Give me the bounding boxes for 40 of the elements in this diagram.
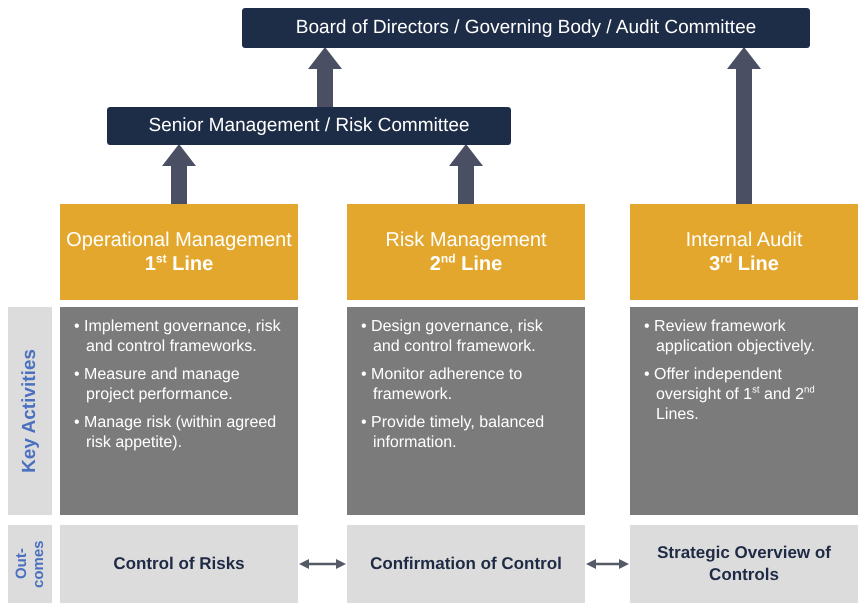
header-title: Operational Management	[66, 228, 292, 252]
line-label: 3$^{rd}$ Line	[709, 252, 779, 276]
bullet-text: • Offer independent oversight of 1$^{st}$ and 2$^{nd}$ Lines.	[644, 365, 816, 425]
bullet-text: • Measure and manage project performance.	[74, 365, 241, 405]
double-arrow	[299, 559, 346, 569]
row-label-band	[8, 525, 52, 603]
governance-box	[107, 107, 511, 145]
header-title: Risk Management	[385, 228, 547, 252]
double-arrow	[586, 559, 629, 569]
row-label: Key Activities	[19, 349, 41, 473]
bullet-text: • Implement governance, risk and control frameworks.	[74, 317, 282, 357]
box-title: Senior Management / Risk Committee	[148, 115, 470, 137]
bullet-text: • Monitor adherence to framework.	[361, 365, 524, 405]
activity-panel	[60, 307, 298, 515]
outcome-text: Control of Risks	[113, 553, 245, 575]
bullet-text: • Provide timely, balanced information.	[361, 413, 546, 453]
outcome-text: Strategic Overview of Controls	[656, 542, 832, 586]
arrow	[449, 144, 483, 204]
line-header	[60, 204, 298, 300]
outcome-box	[60, 525, 298, 603]
row-label-band	[8, 307, 52, 515]
outcome-text: Confirmation of Control	[370, 553, 562, 575]
bullet-text: • Review framework application objectively.	[644, 317, 816, 357]
arrow	[308, 47, 342, 107]
line-header	[347, 204, 585, 300]
bullet-text: • Design governance, risk and control framework.	[361, 317, 544, 357]
row-label: Out- comes	[13, 540, 47, 588]
activity-panel	[630, 307, 858, 515]
box-title: Board of Directors / Governing Body / Audit Committee	[296, 17, 756, 39]
header-title: Internal Audit	[686, 228, 802, 252]
governance-box	[242, 8, 810, 48]
arrow	[727, 47, 761, 204]
activity-panel	[347, 307, 585, 515]
arrow	[162, 144, 196, 204]
outcome-box	[630, 525, 858, 603]
line-label: 1$^{st}$ Line	[144, 252, 214, 276]
outcome-box	[347, 525, 585, 603]
line-header	[630, 204, 858, 300]
line-label: 2$^{nd}$ Line	[430, 252, 502, 276]
bullet-text: • Manage risk (within agreed risk appetite).	[74, 413, 278, 453]
